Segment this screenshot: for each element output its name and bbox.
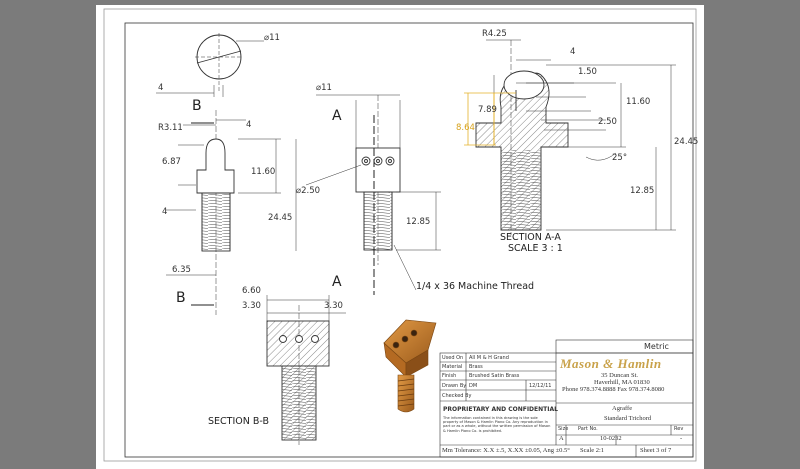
dim-aa-4: 4: [570, 47, 576, 57]
dim-330-right: 3.30: [324, 301, 343, 311]
front-view: [166, 110, 297, 315]
side-view: [305, 94, 441, 295]
rev-value: -: [680, 435, 683, 442]
outer-border: [103, 8, 697, 462]
drawn-by-label: Drawn By: [442, 383, 467, 389]
dim-aa-1285: 12.85: [630, 186, 655, 196]
dim-top-diameter: ⌀11: [264, 33, 280, 43]
material-value: Brass: [469, 364, 483, 370]
checked-by-label: Checked By: [442, 393, 472, 399]
address-line2: Haverhill, MA 01830: [594, 379, 650, 386]
dim-front-4b: 4: [162, 207, 168, 217]
section-marker-b-bottom: B: [176, 290, 186, 306]
used-on-value: All M & H Grand: [469, 355, 509, 361]
size-value: A: [559, 435, 564, 442]
dim-864-highlighted: 8.64: [456, 123, 475, 133]
finish-value: Brushed Satin Brass: [469, 373, 520, 379]
proprietary-text: The information contained in this drawin…: [443, 416, 551, 433]
dim-150: 1.50: [578, 67, 597, 77]
dim-687: 6.87: [162, 157, 181, 167]
thread-callout: 1/4 x 36 Machine Thread: [416, 281, 535, 292]
sheet-value: Sheet 3 of 7: [640, 447, 672, 454]
scale-value: Scale 2:1: [580, 447, 605, 454]
size-label: Size: [558, 426, 569, 432]
agraffe-3d-render: [383, 319, 437, 413]
section-marker-a-bottom: A: [332, 274, 342, 290]
material-label: Material: [442, 364, 463, 370]
dim-aa-1160: 11.60: [626, 97, 651, 107]
section-bb-view: [266, 295, 346, 445]
dim-789: 7.89: [478, 105, 497, 115]
section-aa-title: SECTION A-A: [500, 232, 561, 243]
section-marker-a-top: A: [332, 108, 342, 124]
dim-side-1285: 12.85: [406, 217, 431, 227]
part-name: Agraffe: [612, 405, 633, 412]
section-marker-b-top: B: [192, 98, 202, 114]
used-on-label: Used On: [442, 355, 464, 361]
dim-r425: R4.25: [482, 29, 507, 39]
section-bb-title: SECTION B-B: [208, 416, 269, 427]
address-line1: 35 Duncan St.: [601, 372, 639, 379]
dim-top-4: 4: [158, 83, 164, 93]
finish-label: Finish: [442, 373, 457, 379]
brand-logo: Mason & Hamlin: [560, 356, 662, 371]
dim-660: 6.60: [242, 286, 261, 296]
dim-hole-diameter: ⌀2.50: [296, 186, 321, 196]
dim-330-left: 3.30: [242, 301, 261, 311]
dim-side-diameter: ⌀11: [316, 83, 332, 93]
date-value: 12/12/11: [529, 383, 552, 389]
part-no-value: 10-0232: [600, 435, 622, 442]
rev-label: Rev: [674, 426, 684, 432]
dim-front-4: 4: [246, 120, 252, 130]
dim-635: 6.35: [172, 265, 191, 275]
part-no-label: Part No.: [578, 426, 598, 432]
inner-border: [124, 22, 694, 458]
part-subname: Standard Trichord: [604, 415, 652, 422]
dim-aa-2445: 24.45: [674, 137, 699, 147]
drawn-by-value: DM: [469, 383, 478, 389]
dim-r311: R3.11: [158, 123, 183, 133]
title-block: [439, 339, 694, 458]
top-view: [156, 33, 264, 97]
dim-front-1160: 11.60: [251, 167, 276, 177]
phone-fax: Phone 978.374.8888 Fax 978.374.8080: [562, 386, 665, 393]
dim-front-2445: 24.45: [268, 213, 293, 223]
section-aa-view: [464, 39, 676, 235]
drawing-canvas: [103, 8, 697, 462]
tolerance-note: Mm Tolerance: X.X ±.5, X.XX ±0.05, Ang ±…: [442, 447, 570, 454]
units-label: Metric: [644, 342, 669, 351]
proprietary-heading: PROPRIETARY AND CONFIDENTIAL: [443, 406, 558, 413]
dim-angle: 25°: [612, 153, 628, 163]
section-aa-scale: SCALE 3 : 1: [508, 243, 563, 254]
drawing-sheet: ⌀11 4 B R3.11 4 6.87 11.60 4 24.45 6.35 …: [96, 5, 704, 469]
dim-250: 2.50: [598, 117, 617, 127]
